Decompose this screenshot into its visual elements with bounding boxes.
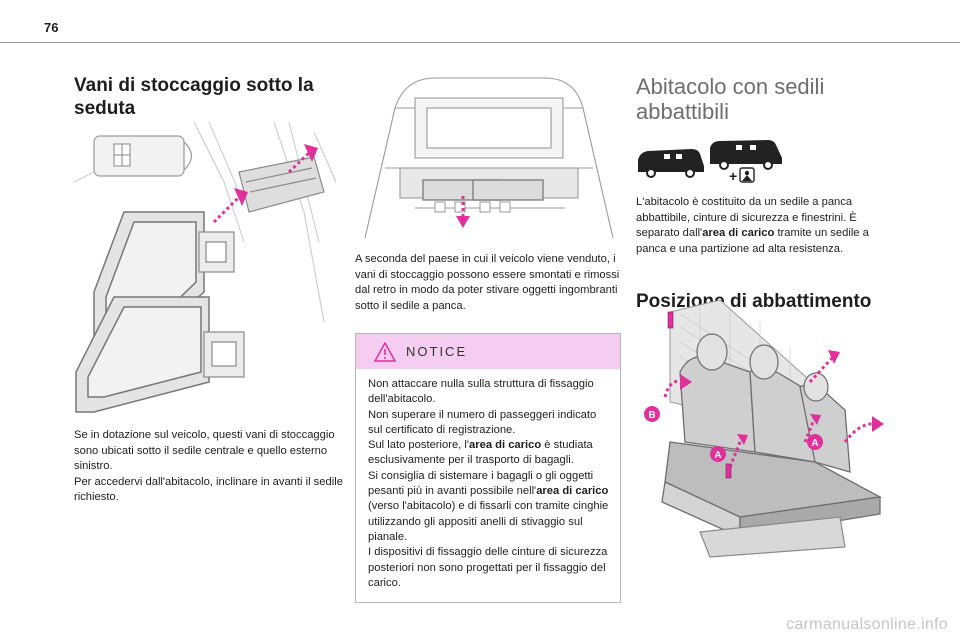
illustration-removable-storage [355,68,619,240]
label-a-marker-1 [710,446,726,462]
notice-box: NOTICE Non attaccare nulla sulla struttu… [355,333,621,603]
notice-title: NOTICE [406,344,468,359]
notice-line-2: Non superare il numero di passeggeri ind… [368,408,597,436]
notice-line-5: I dispositivi di fissaggio delle cinture… [368,546,608,589]
top-divider [0,42,960,43]
footer-watermark: carmanualsonline.info [786,616,948,633]
notice-line-1: Non attaccare nulla sulla struttura di f… [368,378,594,406]
column-storage-under-seat: Vani di stoccaggio sotto la seduta [74,74,344,120]
storage-paragraph-2: Per accedervi dall'abitacolo, inclinare … [74,475,343,504]
storage-paragraph-1: Se in dotazione sul veicolo, questi vani… [74,429,335,472]
label-a-1: A [714,450,721,461]
label-b-marker [644,406,660,422]
van-icon-long [710,140,782,170]
notice-header: NOTICE [356,334,620,369]
page-number: 76 [44,20,59,35]
column-storage-text: Se in dotazione sul veicolo, questi vani… [74,428,344,506]
label-a-2: A [811,438,818,449]
removable-paragraph: A seconda del paese in cui il veicolo vi… [355,253,620,312]
column-removable-text: A seconda del paese in cui il veicolo vi… [355,252,620,314]
section-title-storage: Vani di stoccaggio sotto la seduta [74,75,314,119]
illustration-folding-bench: B A A [644,299,884,558]
column-cabin: Abitacolo con sedili abbattibili [636,74,896,124]
column-cabin-text: L'abitacolo è costituito da un sedile a … [636,195,896,257]
label-b: B [648,410,655,421]
plus-sign: + [729,168,738,184]
section-title-cabin: Abitacolo con sedili abbattibili [636,74,825,124]
label-a-marker-2 [807,434,823,450]
van-icon [638,149,704,178]
notice-line-3: Sul lato posteriore, l'area di carico è … [368,439,593,467]
notice-line-4: Si consiglia di sistemare i bagagli o gl… [368,469,609,543]
warning-icon [374,341,396,362]
cabin-paragraph: L'abitacolo è costituito da un sedile a … [636,196,869,255]
van-icons [638,140,782,183]
notice-body: Non attaccare nulla sulla struttura di f… [356,369,620,591]
illustration-underseat-storage [74,122,340,418]
